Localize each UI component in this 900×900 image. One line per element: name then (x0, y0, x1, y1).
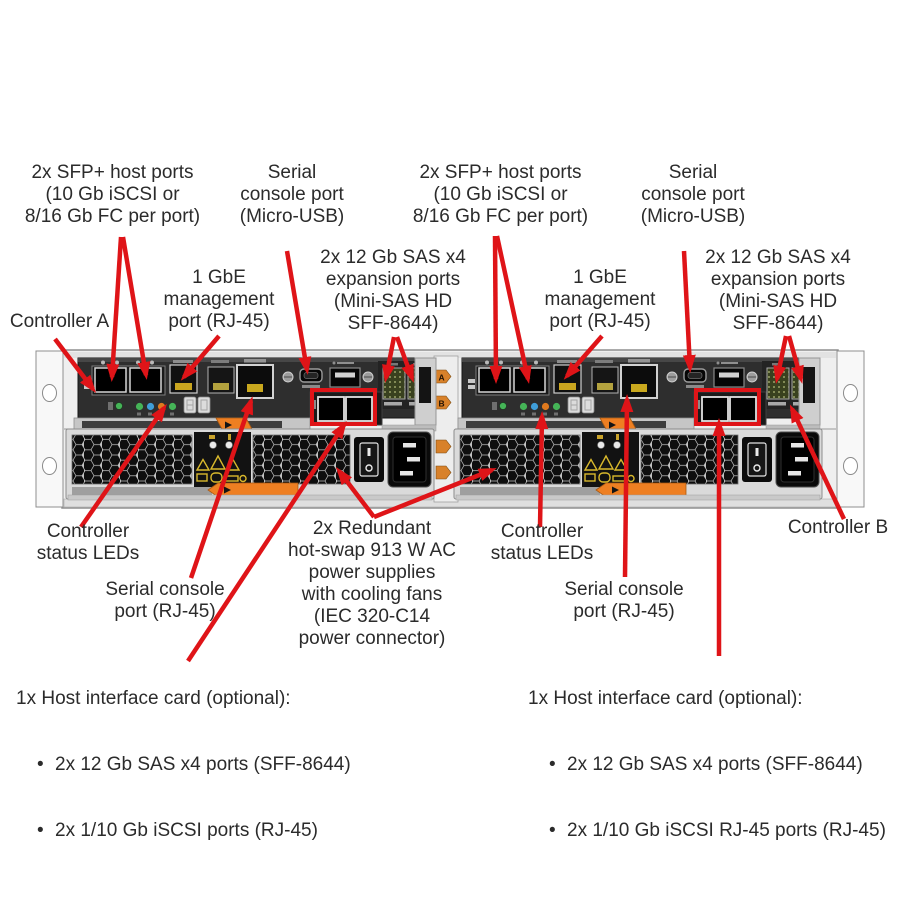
callout-sfp-host-ports-right: 2x SFP+ host ports (10 Gb iSCSI or 8/16 … (412, 162, 589, 227)
callout-hic-right: 1x Host interface card (optional): •2x 1… (528, 666, 900, 864)
arrow-serial-usb-left (284, 250, 312, 375)
callout-controller-b: Controller B (787, 517, 889, 538)
arrow-serial-usb-right (681, 250, 696, 373)
callout-mgmt-port-left: 1 GbE management port (RJ-45) (163, 267, 275, 332)
arrow-sas-left-1 (382, 336, 397, 383)
slot-marker-psu-left (435, 439, 452, 454)
arrow-sfp-right-1 (489, 235, 503, 384)
slot-marker-b-letter: B (439, 399, 445, 409)
arrow-psu-right (373, 467, 497, 520)
bullet-icon: • (549, 754, 556, 775)
power-supply-left (65, 428, 435, 501)
arrow-controller-b (789, 404, 847, 520)
callout-hic-left: 1x Host interface card (optional): •2x 1… (16, 666, 416, 864)
rack-ear-right (836, 350, 865, 508)
callout-serial-console-usb-left: Serial console port (Micro-USB) (239, 162, 345, 227)
rack-ear-left (35, 350, 64, 508)
callout-power-supplies: 2x Redundant hot-swap 913 W AC power sup… (288, 518, 456, 649)
bullet-icon: • (37, 754, 44, 775)
arrow-sas-left-2 (394, 336, 415, 383)
arrow-mgmt-left (180, 334, 221, 381)
callout-status-leds-left: Controller status LEDs (36, 521, 140, 564)
arrow-controller-a (53, 337, 97, 393)
controller-a-module (73, 357, 437, 432)
power-supply-right (453, 428, 823, 501)
hic-left-item-2: •2x 1/10 Gb iSCSI ports (RJ-45) (37, 820, 318, 841)
arrow-serial-rj45-left (188, 396, 254, 579)
arrow-sfp-left-2 (120, 236, 151, 380)
arrow-mgmt-right (563, 334, 604, 380)
callout-serial-rj45-left: Serial console port (RJ-45) (105, 579, 225, 622)
enclosure-chassis: A B (35, 349, 865, 509)
arrow-psu-left (335, 467, 376, 519)
hic-highlight-box-right (694, 388, 761, 426)
slot-marker-a-letter: A (439, 373, 445, 383)
callout-status-leds-right: Controller status LEDs (490, 521, 594, 564)
callout-sas-expansion-right: 2x 12 Gb SAS x4 expansion ports (Mini-SA… (705, 247, 851, 334)
hic-right-item-2: •2x 1/10 Gb iSCSI RJ-45 ports (RJ-45) (549, 820, 886, 841)
hic-right-title: 1x Host interface card (optional): (528, 688, 803, 709)
arrow-sas-right-2 (786, 335, 804, 384)
hic-left-title: 1x Host interface card (optional): (16, 688, 291, 709)
arrow-status-leds-left (79, 403, 167, 529)
arrow-hic-left (186, 420, 347, 663)
hic-left-item-1: •2x 12 Gb SAS x4 ports (SFF-8644) (37, 754, 351, 775)
hic-right-item-1: •2x 12 Gb SAS x4 ports (SFF-8644) (549, 754, 863, 775)
bullet-icon: • (549, 820, 556, 841)
arrow-sas-right-1 (773, 335, 789, 384)
arrow-sfp-right-2 (494, 235, 532, 384)
callout-controller-a: Controller A (9, 311, 110, 332)
bullet-icon: • (37, 820, 44, 841)
arrow-status-leds-right (535, 411, 549, 528)
controller-b-module (457, 357, 821, 432)
callout-serial-rj45-right: Serial console port (RJ-45) (564, 579, 684, 622)
callout-arrows (53, 235, 847, 663)
slot-marker-psu-right (435, 465, 452, 480)
callout-mgmt-port-right: 1 GbE management port (RJ-45) (544, 267, 656, 332)
arrow-serial-rj45-right (620, 394, 634, 578)
arrow-sfp-left-1 (106, 236, 124, 382)
callout-serial-console-usb-right: Serial console port (Micro-USB) (640, 162, 746, 227)
callout-sfp-host-ports-left: 2x SFP+ host ports (10 Gb iSCSI or 8/16 … (24, 162, 201, 227)
callout-sas-expansion-left: 2x 12 Gb SAS x4 expansion ports (Mini-SA… (320, 247, 466, 334)
